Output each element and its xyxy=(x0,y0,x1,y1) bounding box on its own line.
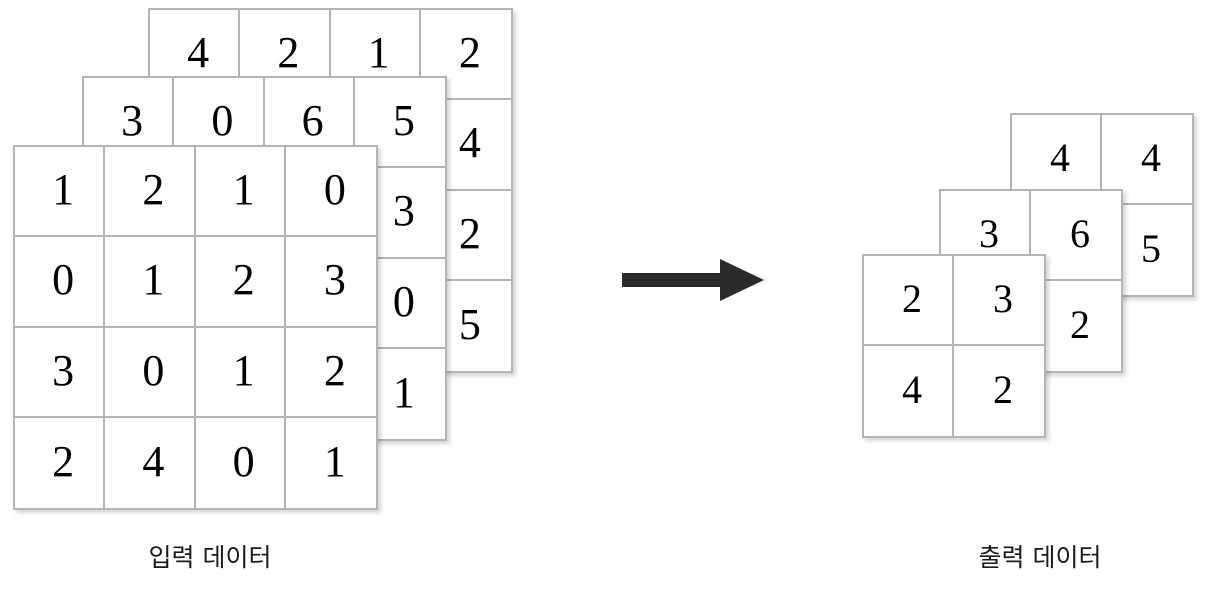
output-cell: 6 xyxy=(1031,191,1121,281)
input-cell: 0 xyxy=(15,237,106,328)
input-cell: 3 xyxy=(285,237,376,328)
transform-arrow-icon xyxy=(618,252,768,308)
input-cell: 1 xyxy=(105,237,196,328)
output-cell: 4 xyxy=(864,346,954,436)
input-cell: 1 xyxy=(195,327,286,418)
input-cell: 1 xyxy=(15,147,106,238)
input-cell: 2 xyxy=(105,147,196,238)
output-cell: 3 xyxy=(954,256,1044,346)
input-cell: 0 xyxy=(285,147,376,238)
output-cell: 2 xyxy=(954,346,1044,436)
output-cell: 2 xyxy=(1031,281,1121,371)
output-caption: 출력 데이터 xyxy=(978,543,1102,572)
input-cell: 3 xyxy=(15,327,106,418)
output-channel-1-grid: 2 3 4 2 xyxy=(862,254,1046,438)
input-cell: 0 xyxy=(195,417,286,508)
input-caption: 입력 데이터 xyxy=(148,543,272,572)
input-cell: 4 xyxy=(105,417,196,508)
input-cell: 2 xyxy=(285,327,376,418)
input-cell: 2 xyxy=(15,417,106,508)
input-cell: 0 xyxy=(105,327,196,418)
input-cell: 1 xyxy=(195,147,286,238)
input-channel-1-grid: 1 2 1 0 0 1 2 3 3 0 1 2 2 4 0 1 xyxy=(13,145,378,510)
input-cell: 1 xyxy=(285,417,376,508)
output-cell: 2 xyxy=(864,256,954,346)
input-cell: 2 xyxy=(195,237,286,328)
